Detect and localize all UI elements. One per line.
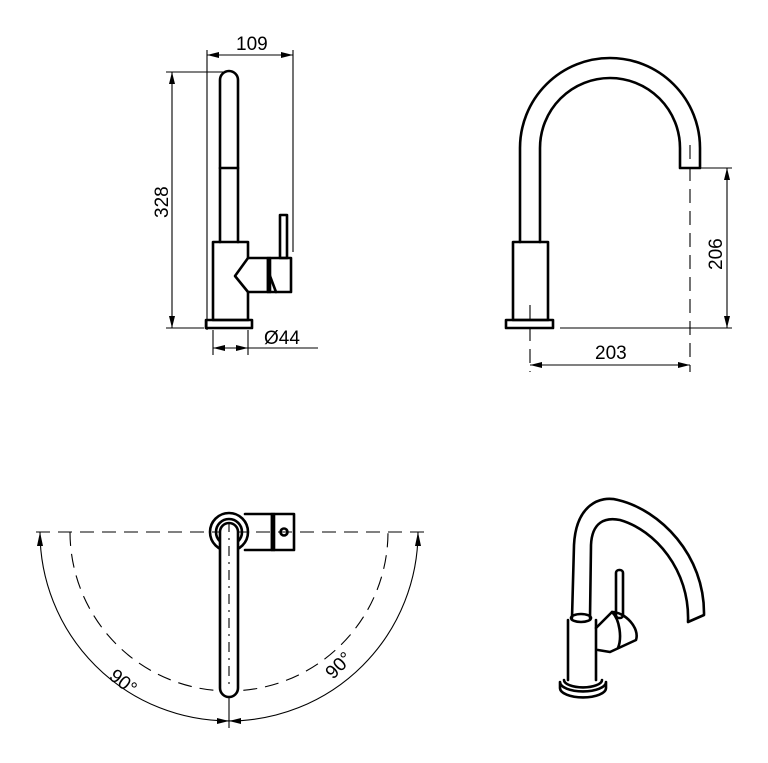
base-plate	[204, 318, 254, 330]
lever-handle	[278, 213, 289, 260]
dim-width-label: 109	[236, 34, 268, 55]
lever-bevel	[268, 274, 278, 294]
top-view: 90° 90°	[36, 511, 425, 728]
dim-height-label: 328	[152, 186, 173, 218]
lever-pivot	[279, 527, 289, 537]
rotation-right-label: 90°	[322, 648, 357, 683]
rotation-left-label: 90°	[105, 665, 141, 699]
body-notch	[233, 256, 250, 294]
lever-housing	[266, 256, 293, 294]
iso-lever-ring	[610, 610, 622, 650]
iso-body	[566, 618, 598, 682]
iso-lever-handle	[614, 568, 625, 620]
front-view: 206 203	[504, 56, 732, 372]
gooseneck-spout	[518, 56, 702, 244]
iso-spout	[570, 497, 706, 624]
iso-base	[558, 678, 608, 699]
dim-diameter-label: Ø44	[264, 328, 300, 349]
front-base	[504, 318, 555, 330]
isometric-view	[558, 497, 706, 699]
iso-tube-end	[569, 612, 593, 624]
spout-tube	[218, 69, 240, 244]
top-lever-cap	[270, 512, 296, 552]
dim-spout-reach-label: 203	[595, 343, 627, 364]
side-view: 109 328 Ø44	[152, 34, 318, 355]
dim-spout-height-label: 206	[706, 238, 727, 270]
